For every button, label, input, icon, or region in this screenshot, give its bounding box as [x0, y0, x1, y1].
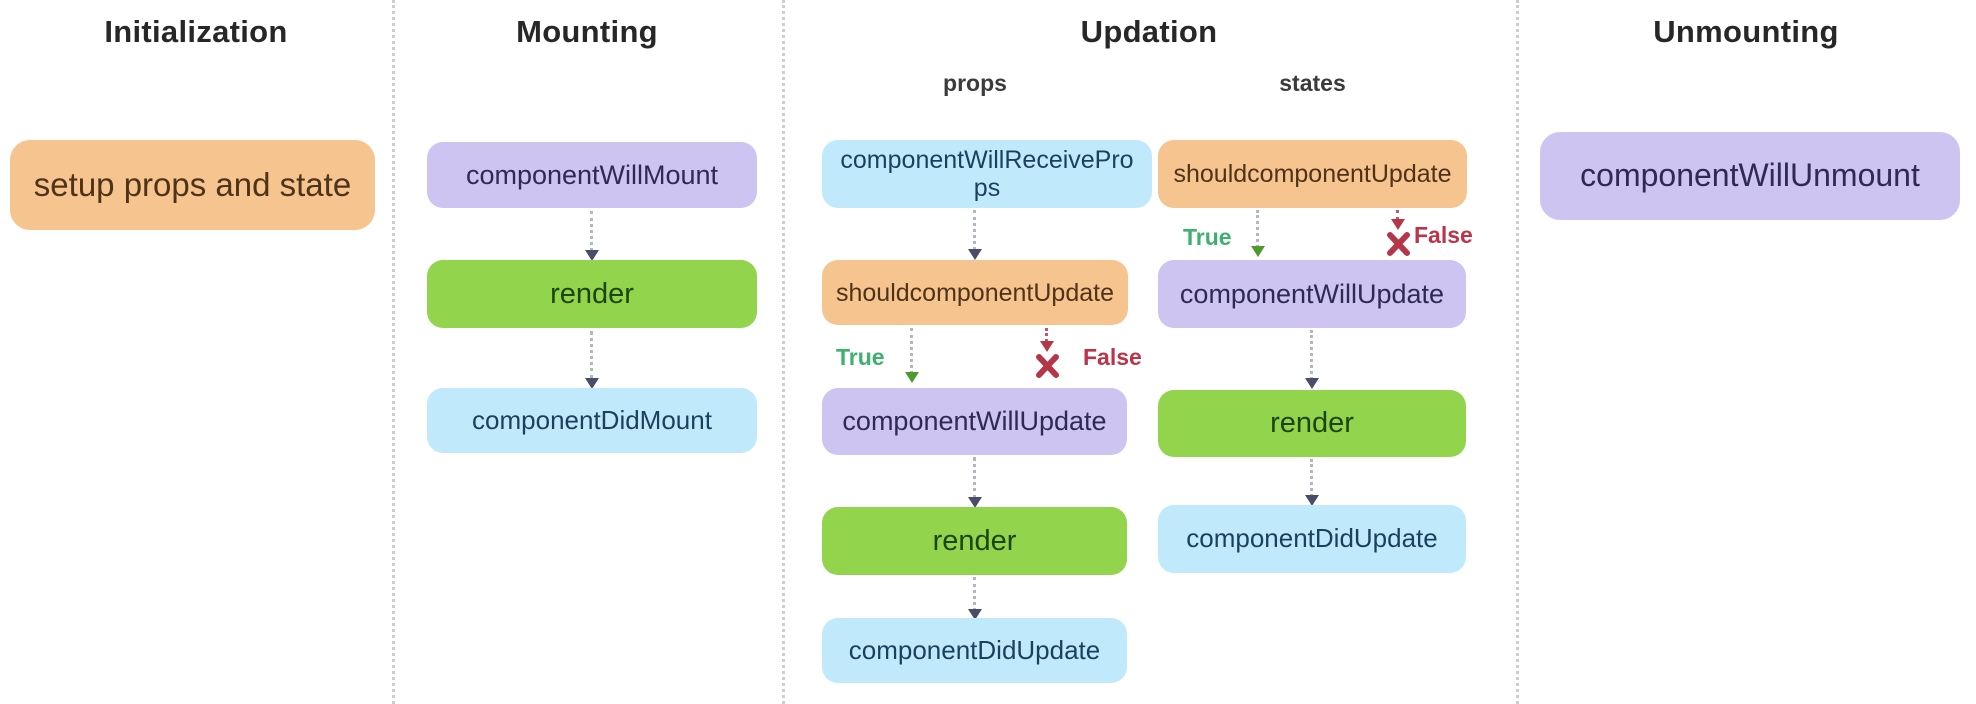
- node-setup-props-and-state: setup props and state: [10, 140, 375, 230]
- node-component-will-unmount: componentWillUnmount: [1540, 132, 1960, 220]
- node-component-did-mount: componentDidMount: [427, 388, 757, 453]
- arrow-down-icon: [1040, 341, 1054, 352]
- node-render-mounting: render: [427, 260, 757, 328]
- false-x-icon: [1036, 354, 1059, 378]
- node-render-props: render: [822, 507, 1127, 575]
- node-should-component-update-props: shouldcomponentUpdate: [822, 260, 1128, 325]
- node-component-will-update-props: componentWillUpdate: [822, 388, 1127, 455]
- arrow-down-icon: [968, 497, 982, 508]
- dotted-connector: [1045, 328, 1048, 342]
- updation-props-label: props: [943, 70, 1007, 96]
- branch-true-label-props: True: [836, 344, 885, 370]
- dotted-connector: [590, 331, 593, 379]
- branch-false-label-props: False: [1083, 344, 1142, 370]
- dotted-connector: [973, 577, 976, 611]
- arrow-down-icon: [585, 378, 599, 389]
- node-should-component-update-states: shouldcomponentUpdate: [1158, 140, 1467, 208]
- arrow-down-icon: [905, 372, 919, 383]
- section-title-updation: Updation: [1080, 14, 1218, 49]
- node-component-did-update-states: componentDidUpdate: [1158, 505, 1466, 573]
- node-render-states: render: [1158, 390, 1466, 457]
- dotted-connector: [1396, 210, 1399, 220]
- column-separator: [392, 0, 395, 704]
- updation-states-label: states: [1279, 70, 1346, 96]
- branch-true-label-states: True: [1183, 224, 1232, 250]
- arrow-down-icon: [1305, 495, 1319, 506]
- section-title-unmounting: Unmounting: [1653, 14, 1839, 49]
- dotted-connector: [1256, 210, 1259, 248]
- dotted-connector: [590, 211, 593, 251]
- node-component-did-update-props: componentDidUpdate: [822, 618, 1127, 683]
- arrow-down-icon: [585, 250, 599, 261]
- arrow-down-icon: [1305, 378, 1319, 389]
- arrow-down-icon: [968, 249, 982, 260]
- branch-false-label-states: False: [1414, 222, 1473, 248]
- arrow-down-icon: [1391, 219, 1405, 230]
- node-component-will-receive-props: componentWillReceiveProps: [822, 140, 1152, 208]
- dotted-connector: [1310, 459, 1313, 497]
- false-x-icon: [1387, 232, 1410, 256]
- node-component-will-update-states: componentWillUpdate: [1158, 260, 1466, 328]
- column-separator: [782, 0, 785, 704]
- arrow-down-icon: [968, 609, 982, 620]
- arrow-down-icon: [1251, 246, 1265, 257]
- dotted-connector: [910, 328, 913, 374]
- dotted-connector: [973, 457, 976, 499]
- node-component-will-mount: componentWillMount: [427, 142, 757, 208]
- dotted-connector: [973, 210, 976, 250]
- section-title-mounting: Mounting: [516, 14, 658, 49]
- dotted-connector: [1310, 330, 1313, 380]
- column-separator: [1516, 0, 1519, 704]
- section-title-initialization: Initialization: [104, 14, 288, 49]
